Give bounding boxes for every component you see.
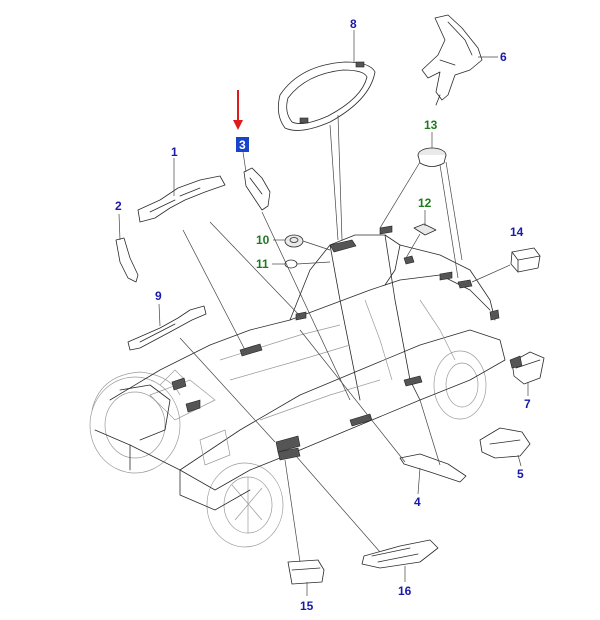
installed-parts xyxy=(171,225,523,461)
part-3-bracket[interactable] xyxy=(243,167,271,211)
callout-12[interactable]: 12 xyxy=(418,196,432,210)
selection-arrow xyxy=(233,90,243,130)
rear-wheel xyxy=(89,371,181,474)
part-13-mount[interactable] xyxy=(417,147,447,167)
callout-4[interactable]: 4 xyxy=(414,495,421,509)
part-15-shield[interactable] xyxy=(287,559,325,585)
callout-labels: 1 2 3 4 5 6 7 8 9 10 11 12 13 14 15 16 xyxy=(115,17,531,613)
part-14-module[interactable] xyxy=(510,247,541,273)
part-9-rail[interactable] xyxy=(127,305,207,351)
part-7-bracket[interactable] xyxy=(511,351,545,385)
front-left-wheel xyxy=(206,462,284,548)
part-12-pad[interactable] xyxy=(413,223,437,236)
callout-3-highlight xyxy=(236,137,249,152)
part-6-shield[interactable] xyxy=(421,14,483,106)
leader-lines xyxy=(118,30,529,596)
part-2-bracket[interactable] xyxy=(115,237,139,283)
callout-9[interactable]: 9 xyxy=(155,289,162,303)
front-right-wheel xyxy=(433,350,487,420)
part-10-grommet[interactable] xyxy=(284,234,304,248)
part-4-tray[interactable] xyxy=(399,453,467,483)
callout-11[interactable]: 11 xyxy=(256,257,269,271)
part-1-bracket[interactable] xyxy=(137,175,226,223)
callout-14[interactable]: 14 xyxy=(510,225,524,239)
callout-2[interactable]: 2 xyxy=(115,199,122,213)
part-11-plug[interactable] xyxy=(284,259,298,269)
vehicle-underbody xyxy=(89,234,506,548)
callout-15[interactable]: 15 xyxy=(300,599,314,613)
callout-3[interactable]: 3 xyxy=(239,138,246,152)
part-8-seal-ring[interactable] xyxy=(277,61,376,131)
callout-13[interactable]: 13 xyxy=(424,118,438,132)
callout-7[interactable]: 7 xyxy=(524,397,531,411)
callout-1[interactable]: 1 xyxy=(171,145,178,159)
part-5-panel[interactable] xyxy=(479,427,531,459)
callout-8[interactable]: 8 xyxy=(350,17,357,31)
part-16-tray[interactable] xyxy=(361,539,439,569)
callout-10[interactable]: 10 xyxy=(256,233,270,247)
callout-6[interactable]: 6 xyxy=(500,50,507,64)
callout-5[interactable]: 5 xyxy=(517,467,524,481)
callout-16[interactable]: 16 xyxy=(398,584,412,598)
